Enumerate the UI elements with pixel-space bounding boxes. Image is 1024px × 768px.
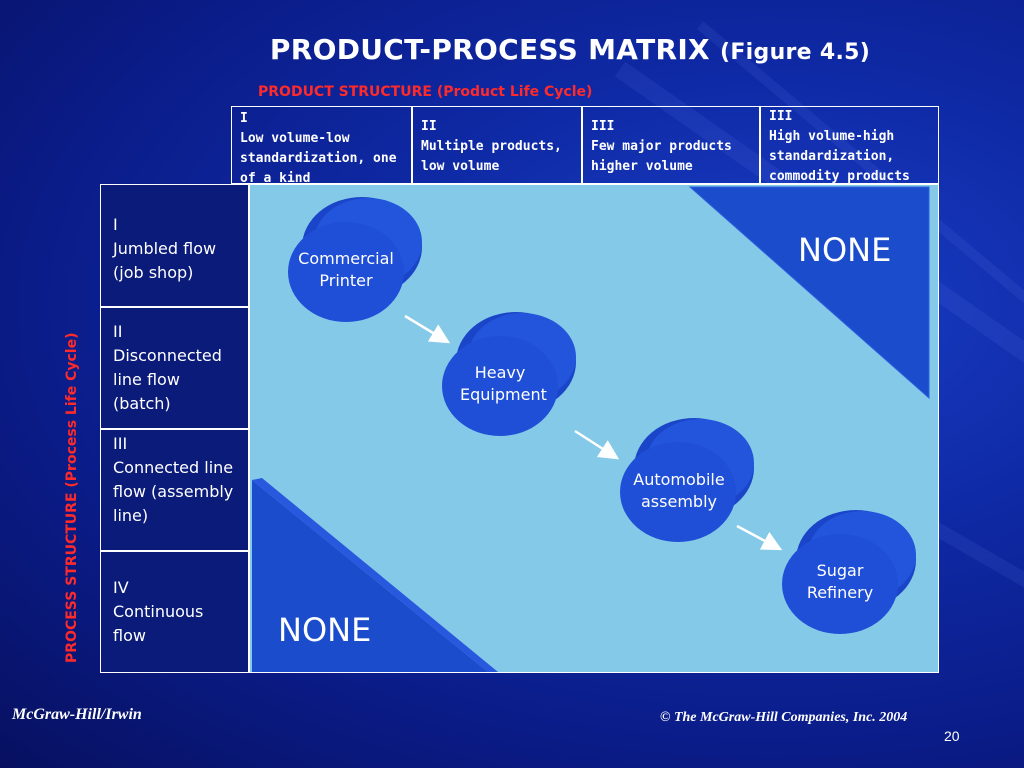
none-region-bottom-left-edge bbox=[252, 478, 498, 672]
row-header-3: III Connected line flow (assembly line) bbox=[100, 429, 249, 551]
row-header-1: I Jumbled flow (job shop) bbox=[100, 184, 249, 307]
slide-title: PRODUCT-PROCESS MATRIX (Figure 4.5) bbox=[230, 32, 910, 71]
arrow-automobile-to-refinery bbox=[736, 524, 783, 551]
row-header-numeral: I bbox=[113, 215, 118, 234]
row-header-text: Disconnected line flow (batch) bbox=[113, 346, 222, 413]
column-header-4: III High volume-high standardization, co… bbox=[760, 106, 939, 184]
slide-title-main: PRODUCT-PROCESS MATRIX bbox=[269, 33, 710, 66]
column-header-text: High volume-high standardization, commod… bbox=[769, 129, 910, 184]
footer-publisher: McGraw-Hill/Irwin bbox=[12, 706, 142, 723]
footer-copyright: © The McGraw-Hill Companies, Inc. 2004 bbox=[660, 710, 908, 725]
none-region-top-right bbox=[688, 186, 930, 400]
row-header-numeral: III bbox=[113, 434, 128, 453]
row-header-text: Connected line flow (assembly line) bbox=[113, 458, 234, 525]
arrow-equipment-to-automobile bbox=[574, 429, 620, 460]
none-label-top-right: NONE bbox=[798, 231, 892, 269]
bubble-label-sugar-refinery: Sugar Refinery bbox=[806, 561, 874, 602]
slide-title-figure: (Figure 4.5) bbox=[720, 40, 871, 65]
row-header-text: Continuous flow bbox=[113, 602, 204, 645]
column-header-text: Multiple products, low volume bbox=[421, 139, 562, 174]
row-header-2: II Disconnected line flow (batch) bbox=[100, 307, 249, 429]
arrow-printer-to-equipment bbox=[404, 314, 451, 344]
column-header-numeral: III bbox=[769, 109, 793, 124]
row-header-numeral: II bbox=[113, 322, 123, 341]
column-header-numeral: I bbox=[240, 111, 248, 126]
column-header-text: Few major products higher volume bbox=[591, 139, 732, 174]
none-label-bottom-left: NONE bbox=[278, 611, 372, 649]
slide-page-number: 20 bbox=[944, 728, 960, 744]
bubble-label-commercial-printer: Commercial Printer bbox=[298, 249, 394, 290]
column-header-2: II Multiple products, low volume bbox=[412, 106, 582, 184]
row-header-4: IV Continuous flow bbox=[100, 551, 249, 673]
bubble-label-heavy-equipment: Heavy Equipment bbox=[460, 363, 547, 404]
column-header-numeral: III bbox=[591, 119, 615, 134]
bubble-label-automobile-assembly: Automobile assembly bbox=[633, 470, 725, 511]
column-header-3: III Few major products higher volume bbox=[582, 106, 760, 184]
row-header-text: Jumbled flow (job shop) bbox=[113, 239, 217, 282]
column-header-text: Low volume-low standardization, one of a… bbox=[240, 131, 397, 184]
column-header-1: I Low volume-low standardization, one of… bbox=[231, 106, 412, 184]
product-structure-axis-label: PRODUCT STRUCTURE (Product Life Cycle) bbox=[258, 84, 593, 100]
bubble-automobile-assembly bbox=[620, 418, 754, 542]
row-header-numeral: IV bbox=[113, 578, 129, 597]
bubble-sugar-refinery bbox=[782, 510, 916, 634]
bubble-heavy-equipment bbox=[442, 312, 576, 436]
column-header-numeral: II bbox=[421, 119, 437, 134]
bubble-commercial-printer bbox=[288, 197, 422, 322]
